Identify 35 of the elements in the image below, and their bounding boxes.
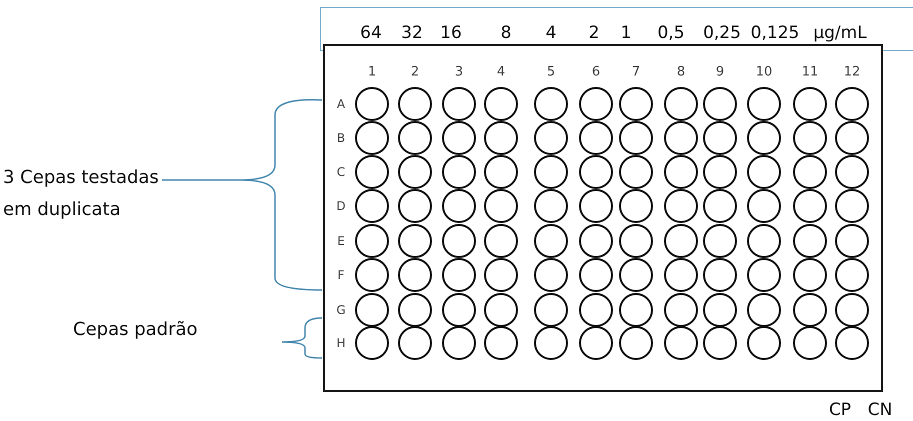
row-letter: E — [337, 234, 345, 248]
column-number: 5 — [546, 64, 556, 80]
row-letter: B — [336, 131, 346, 145]
concentration-label: 2 — [588, 23, 600, 43]
control-label: CP — [828, 400, 852, 420]
concentration-label: 0,25 — [703, 23, 741, 43]
concentration-label: 64 — [360, 23, 382, 43]
row-letter: C — [336, 165, 346, 179]
concentration-label: 4 — [546, 23, 556, 43]
concentration-label: 16 — [440, 23, 462, 43]
column-number: 11 — [802, 64, 818, 80]
column-number: 9 — [716, 64, 724, 80]
row-letter: A — [336, 97, 346, 111]
column-number: 4 — [496, 64, 506, 80]
group-label: Cepas padrão — [73, 318, 198, 342]
concentration-label: 8 — [500, 23, 512, 43]
column-number: 2 — [410, 64, 420, 80]
row-letter: D — [336, 199, 346, 213]
row-letter: H — [336, 336, 346, 350]
column-number: 12 — [844, 64, 860, 80]
control-label: CN — [868, 400, 892, 420]
column-number: 8 — [676, 64, 686, 80]
column-number: 6 — [592, 64, 600, 80]
column-number: 3 — [454, 64, 464, 80]
concentration-label: 0,5 — [657, 23, 685, 43]
row-letter: G — [336, 303, 346, 317]
concentration-label: 32 — [401, 23, 423, 43]
concentration-label: 0,125 — [750, 23, 800, 43]
column-number: 1 — [368, 64, 376, 80]
column-number: 7 — [632, 64, 640, 80]
column-number: 10 — [756, 64, 772, 80]
concentration-label: 1 — [620, 23, 632, 43]
group-label: 3 Cepas testadas em duplicata — [3, 166, 160, 222]
concentration-label: µg/mL — [813, 23, 867, 43]
row-letter: F — [338, 268, 344, 282]
